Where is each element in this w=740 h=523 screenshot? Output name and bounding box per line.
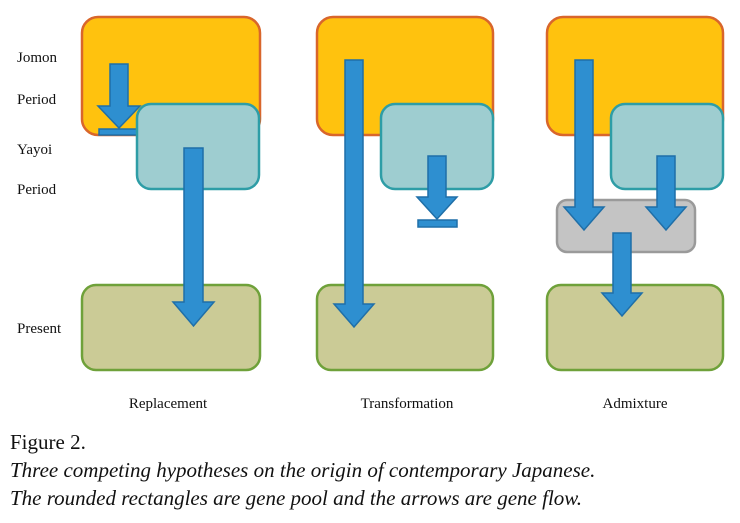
column-label-transformation: Transformation	[360, 396, 454, 412]
label-present: Present	[17, 321, 62, 337]
replacement-jomon-arrow	[96, 63, 142, 130]
label-jomon-period: Period	[17, 92, 57, 108]
figure-label: Figure 2.	[10, 430, 86, 454]
caption-line-1: Three competing hypotheses on the origin…	[10, 458, 596, 482]
transformation-yayoi-arrow-bar	[417, 219, 458, 228]
admixture-present-pool	[545, 283, 725, 372]
transformation-present-pool	[315, 283, 495, 372]
column-label-admixture: Admixture	[602, 396, 668, 412]
admixture-mix-arrow	[600, 232, 644, 318]
transformation-jomon-arrow	[332, 59, 376, 329]
transformation-yayoi-arrow	[415, 155, 459, 221]
hypotheses-diagram	[80, 15, 725, 372]
column-label-replacement: Replacement	[128, 396, 208, 412]
replacement-yayoi-arrow	[171, 147, 216, 328]
admixture-yayoi-arrow	[644, 155, 688, 232]
label-yayoi: Yayoi	[17, 142, 53, 158]
label-jomon: Jomon	[17, 50, 58, 66]
replacement-jomon-arrow-bar	[98, 128, 140, 136]
admixture-jomon-arrow	[562, 59, 606, 232]
replacement-present-pool	[80, 283, 262, 372]
caption-line-2: The rounded rectangles are gene pool and…	[10, 486, 582, 510]
label-yayoi-period: Period	[17, 182, 57, 198]
